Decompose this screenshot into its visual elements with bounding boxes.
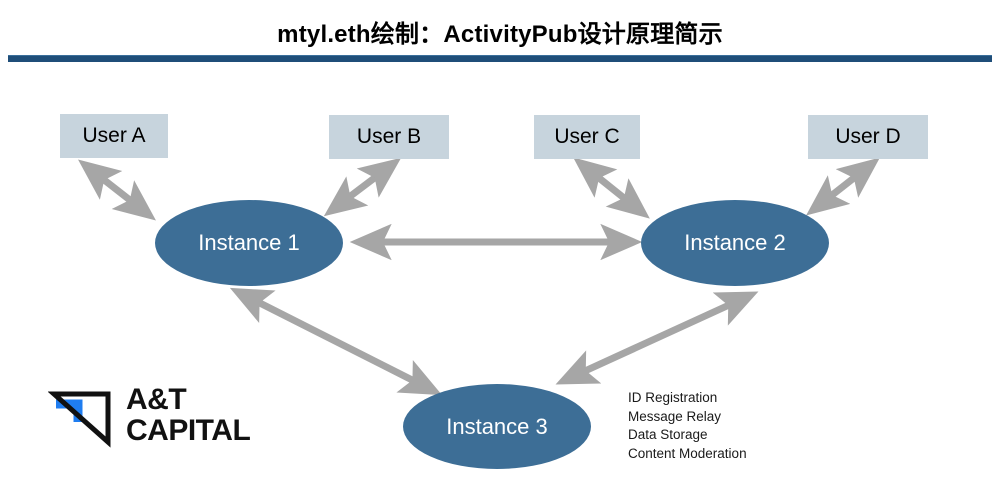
at-capital-mark-icon bbox=[47, 391, 111, 448]
logo-line-2: CAPITAL bbox=[126, 414, 251, 447]
instance-node-1[interactable]: Instance 1 bbox=[155, 200, 343, 286]
arrow-user-a-instance-1 bbox=[78, 159, 156, 221]
page-title: mtyl.eth绘制：ActivityPub设计原理简示 bbox=[277, 21, 723, 48]
service-item: Message Relay bbox=[628, 408, 722, 424]
user-box-c[interactable]: User C bbox=[534, 115, 640, 159]
user-box-b[interactable]: User B bbox=[329, 115, 449, 159]
instance-node-2[interactable]: Instance 2 bbox=[641, 200, 829, 286]
at-capital-wordmark: A&T CAPITAL bbox=[126, 383, 251, 447]
title-divider-rule bbox=[8, 55, 992, 62]
service-item: ID Registration bbox=[628, 390, 718, 405]
instance-node-3[interactable]: Instance 3 bbox=[403, 384, 591, 469]
service-item: Content Moderation bbox=[628, 445, 747, 461]
logo-line-1: A&T bbox=[126, 383, 187, 416]
user-box-d[interactable]: User D bbox=[808, 115, 928, 159]
arrow-user-c-instance-2 bbox=[573, 157, 650, 219]
user-box-a[interactable]: User A bbox=[60, 114, 168, 158]
service-item: Data Storage bbox=[628, 427, 708, 442]
at-capital-logo: A&T CAPITAL bbox=[47, 382, 278, 462]
arrow-user-d-instance-2 bbox=[806, 157, 880, 216]
arrow-instance-3-instance-2 bbox=[555, 291, 759, 385]
arrow-instance-1-instance-3 bbox=[229, 287, 443, 396]
instance-services-list: ID Registration Message Relay Data Stora… bbox=[628, 389, 747, 463]
arrow-user-b-instance-1 bbox=[323, 157, 402, 217]
